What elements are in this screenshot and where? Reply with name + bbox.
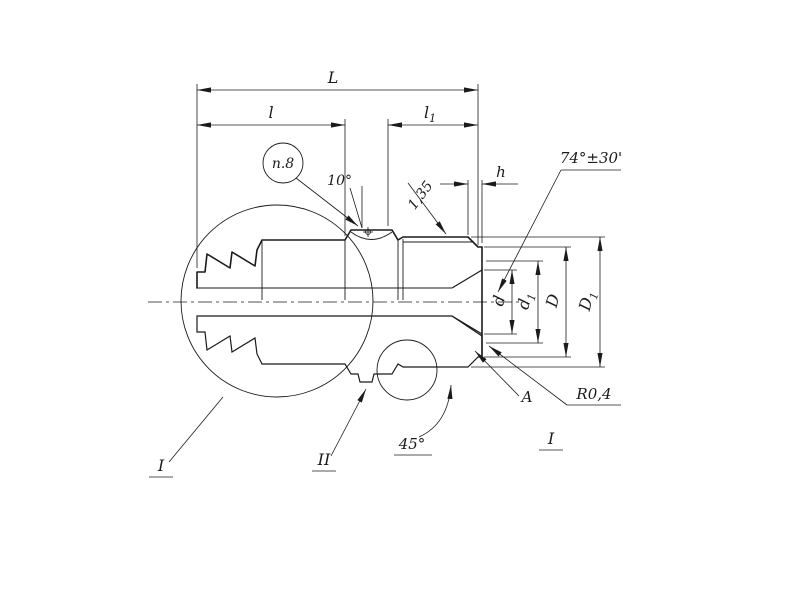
dim-label-D: D	[542, 292, 564, 310]
dim-label-l1: l1	[424, 103, 436, 125]
callout-balloon-p8	[262, 142, 373, 237]
detail-circle-45	[376, 339, 438, 401]
callout-p8-label: п.8	[272, 156, 294, 172]
angle-10-lines	[349, 186, 363, 229]
callout-cone-angle: 74°±30'	[560, 149, 622, 167]
callout-angle10: 10°	[327, 173, 352, 189]
view-label-I-right: I	[547, 429, 555, 448]
part-outline	[196, 229, 483, 358]
dimension-h	[440, 180, 518, 243]
dimension-lines-right	[471, 236, 605, 368]
chamfer-leader	[407, 182, 447, 235]
dim-label-d1: d1	[513, 290, 539, 312]
callout-corner-A: A	[520, 388, 533, 406]
detail-circle-I	[180, 204, 374, 398]
dim-label-l: l	[268, 103, 273, 122]
dim-label-d: d	[488, 293, 509, 308]
cone-angle-leader	[497, 169, 621, 293]
callout-radius: R0,4	[575, 385, 611, 403]
dimension-lines-top	[196, 84, 479, 268]
dim-label-h: h	[496, 163, 506, 181]
dim-label-D1: D1	[575, 289, 602, 315]
view-label-II: II	[317, 450, 331, 469]
dim-label-L: L	[327, 68, 339, 87]
section-hatching	[196, 315, 483, 383]
callout-chamfer: 1,35	[405, 178, 437, 213]
callout-angle45: 45°	[398, 435, 426, 453]
view-label-I-left: I	[157, 456, 165, 475]
bottom-leaders	[149, 345, 621, 478]
